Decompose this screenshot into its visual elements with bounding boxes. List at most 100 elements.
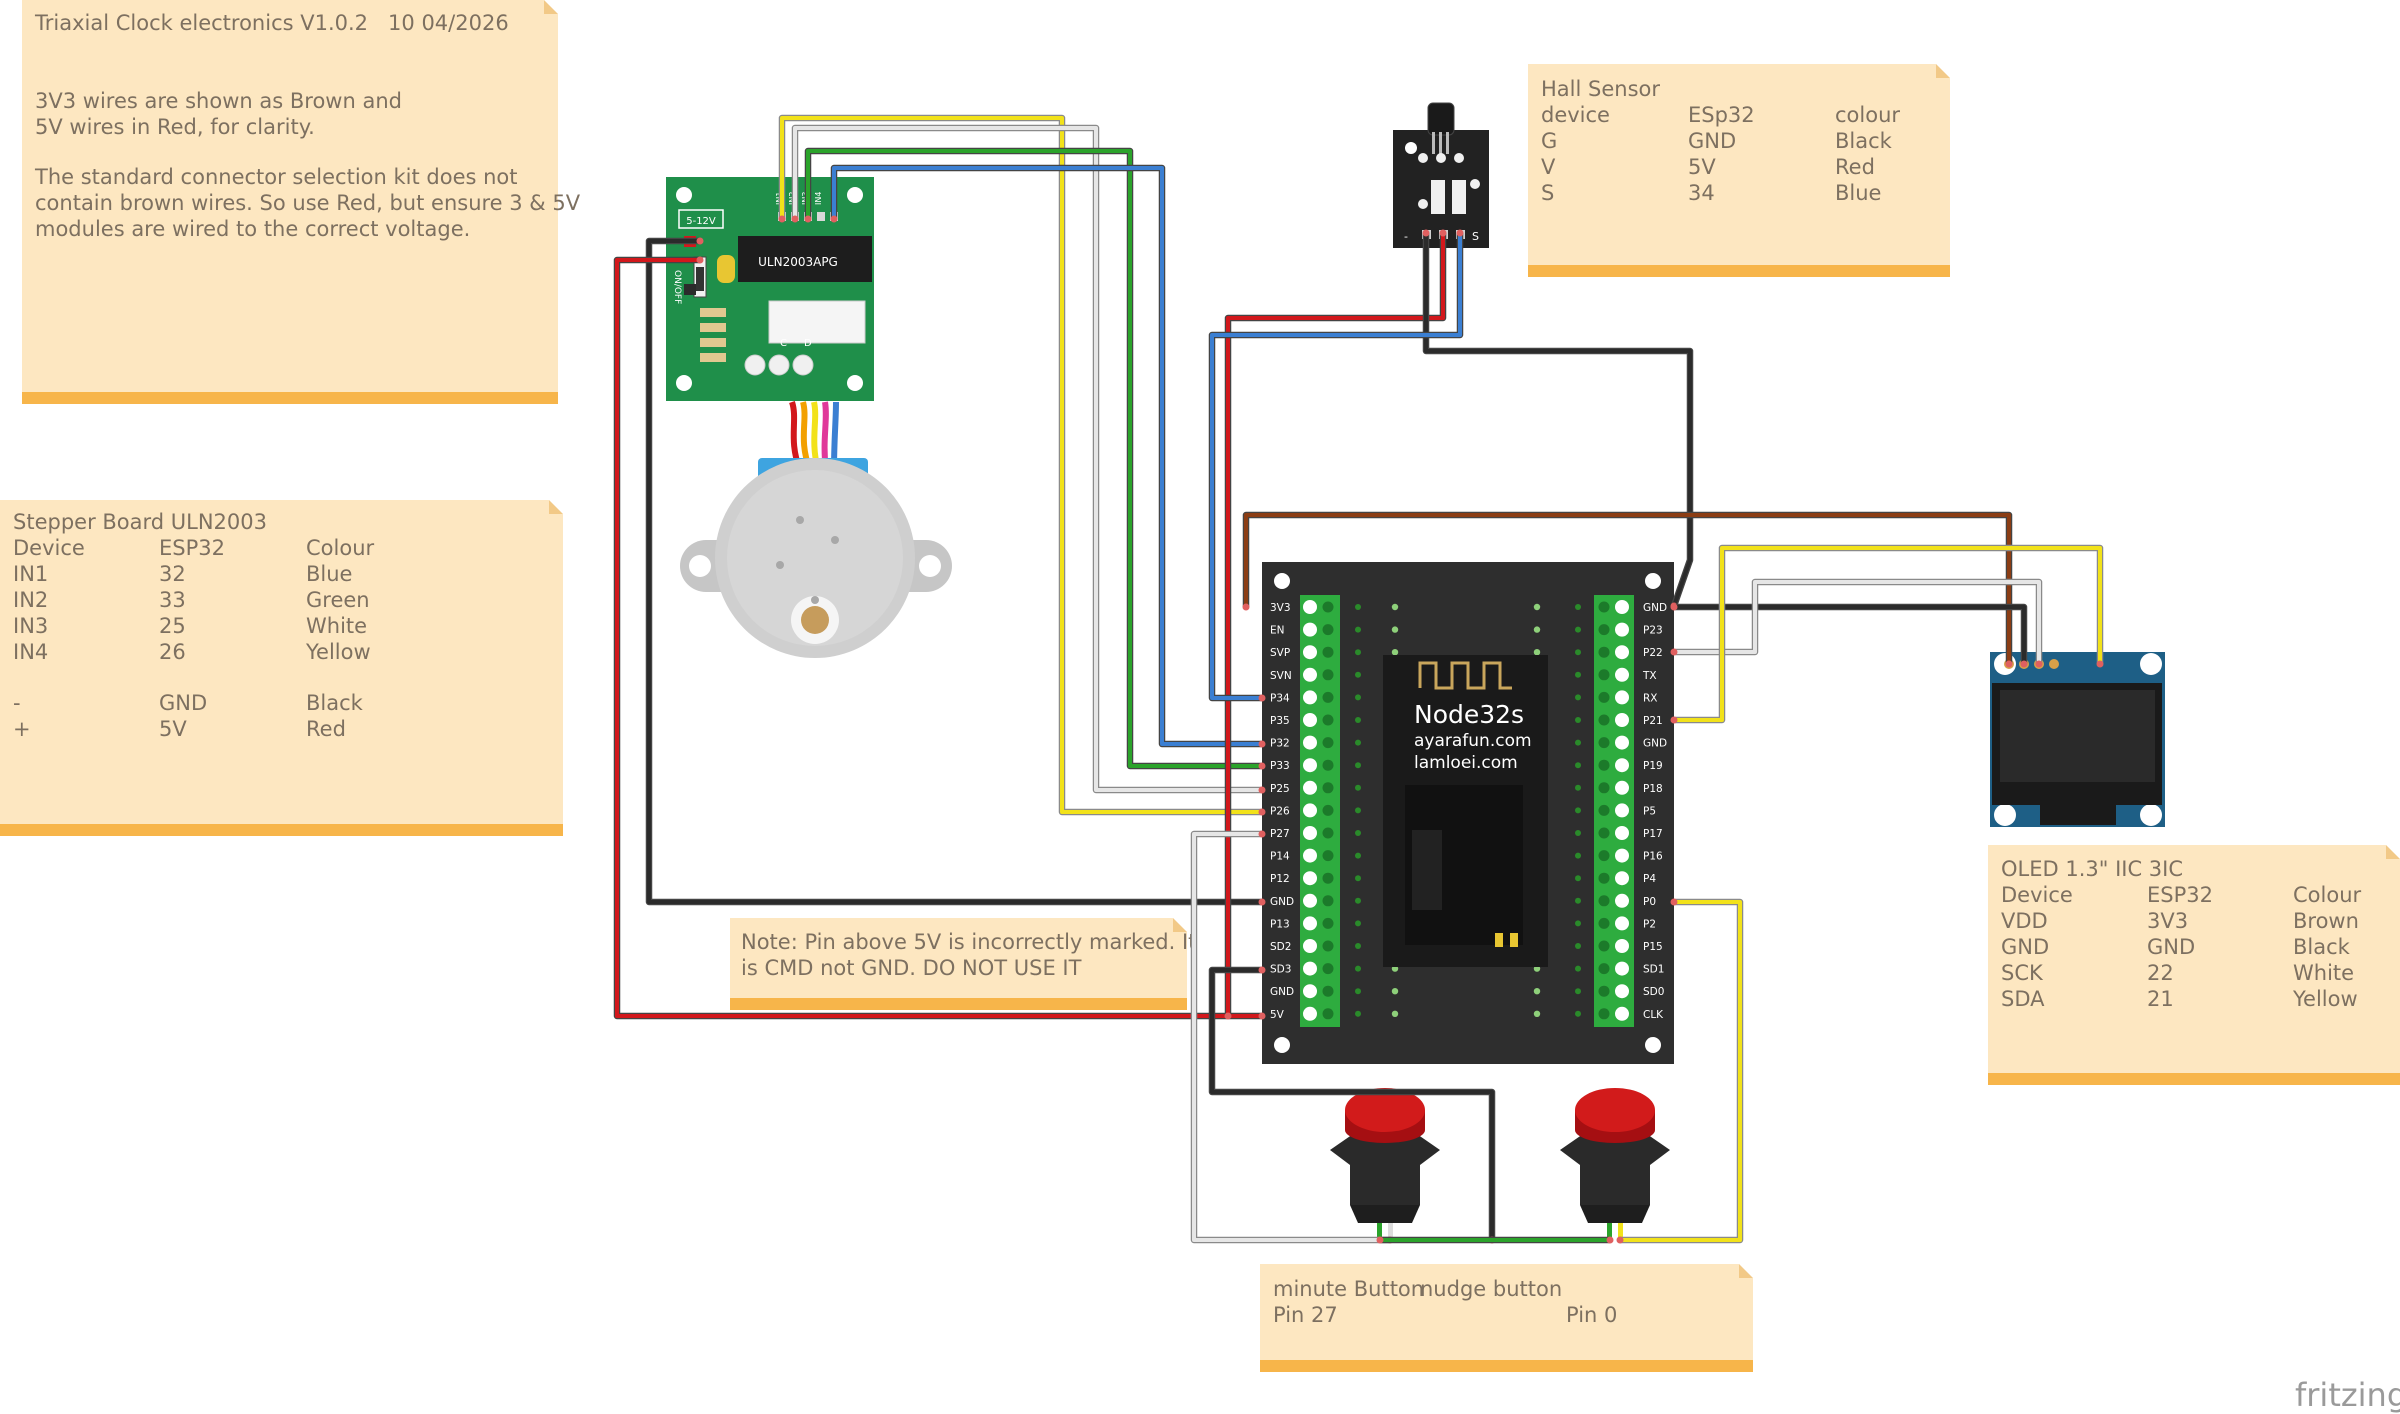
wire-in2-green-end — [804, 215, 812, 223]
pin-label-left: P33 — [1270, 760, 1290, 772]
pin-note-line: Note: Pin above 5V is incorrectly marked… — [741, 930, 1197, 954]
terminal-screw — [1303, 690, 1317, 705]
header-pin — [1533, 603, 1541, 611]
hall-pin-label: - — [1404, 230, 1408, 243]
minute-button[interactable] — [1330, 1088, 1440, 1240]
hall-note-header: device — [1541, 103, 1610, 127]
header-pin — [1575, 694, 1581, 701]
stepper-note-cell: GND — [159, 691, 208, 715]
wire-oled-vdd-brown-end — [1242, 603, 1250, 611]
pin-label-left: P12 — [1270, 873, 1290, 885]
terminal-hole — [1598, 963, 1610, 975]
header-pin — [1391, 626, 1399, 633]
button-lead — [1388, 1223, 1393, 1240]
header-pin — [1355, 920, 1361, 927]
mount-hole — [1645, 1037, 1661, 1053]
wire-oled-gnd-black-end — [2020, 660, 2028, 668]
pin-label-left: P34 — [1270, 692, 1290, 704]
hall-lead — [1432, 132, 1435, 154]
stepper-note-cell: + — [13, 717, 31, 741]
wire-driver-gnd-black — [647, 239, 1262, 904]
capacitor — [717, 255, 735, 283]
wire-in3-white-end — [791, 215, 799, 223]
pin-label-right: SD1 — [1643, 964, 1664, 976]
hall-sensor-note[interactable] — [1528, 64, 1950, 277]
hall-note-cell: Black — [1835, 129, 1892, 153]
terminal-hole — [1322, 850, 1334, 862]
esp32-node32s-board[interactable]: 3V3ENSVPSVNP34P35P32P33P25P26P27P14P12GN… — [1262, 562, 1674, 1064]
oled-note[interactable] — [1988, 845, 2400, 1085]
terminal-hole — [1598, 691, 1610, 703]
stepper-note[interactable] — [0, 500, 563, 836]
button-body — [1580, 1150, 1650, 1205]
pin-label-right: P21 — [1643, 715, 1663, 727]
wire-oled-gnd-black — [1674, 605, 2026, 664]
pin-label-left: 3V3 — [1270, 602, 1291, 614]
title-note-line: contain brown wires. So use Red, but ens… — [35, 191, 581, 215]
hall-sensor-module[interactable]: - S — [1393, 102, 1489, 248]
button-note[interactable] — [1260, 1264, 1753, 1372]
wire-nudge-btn-yellow-end — [1670, 898, 1678, 906]
input-label: IN4 — [814, 192, 823, 205]
hall-element — [1427, 102, 1455, 136]
nudge-button[interactable] — [1560, 1088, 1670, 1240]
mount-hole — [1274, 573, 1290, 589]
hall-note-cell: Red — [1835, 155, 1875, 179]
oled-note-cell: GND — [2147, 935, 2196, 959]
pin-label-right: TX — [1642, 670, 1657, 682]
oled-display-module[interactable] — [1990, 652, 2165, 827]
wire-in4-yellow-end — [778, 215, 786, 223]
wire-oled-sck-white-end — [1670, 648, 1678, 656]
wire-in1-blue-end — [1258, 740, 1266, 748]
stepper-motor-28byj48[interactable] — [680, 401, 952, 658]
hall-note-cell: V — [1541, 155, 1556, 179]
mount-hole — [919, 555, 941, 577]
pin-label-left: P35 — [1270, 715, 1290, 727]
stepper-note-cell: 5V — [159, 717, 187, 741]
button-lead — [1607, 1223, 1612, 1240]
terminal-hole — [1322, 917, 1334, 929]
header-pin — [1355, 875, 1361, 882]
terminal-screw — [1303, 667, 1317, 682]
terminal-hole — [1322, 985, 1334, 997]
terminal-hole — [1322, 737, 1334, 749]
rivet — [811, 596, 819, 604]
title-note[interactable] — [22, 0, 558, 404]
wire-hall-gnd-black-end — [1422, 229, 1430, 237]
button-note-label: minute Button — [1273, 1277, 1425, 1301]
oled-note-cell: Yellow — [2293, 987, 2358, 1011]
pin-label-right: P2 — [1643, 918, 1656, 930]
pin-warning-note[interactable] — [730, 918, 1187, 1010]
rivet — [831, 536, 839, 544]
button-note-pin: Pin 0 — [1566, 1303, 1618, 1327]
terminal-hole — [1598, 872, 1610, 884]
button-note-label: nudge button — [1420, 1277, 1563, 1301]
header-pin — [1355, 626, 1361, 633]
header-pin — [1533, 649, 1541, 656]
mount-hole — [2140, 804, 2162, 826]
wire-oled-sda-yellow — [1674, 546, 2102, 722]
wire-button-gnd-black — [1210, 968, 1494, 1240]
wire-oled-sck-white — [1674, 580, 2041, 664]
wire-driver-5v-red-end — [1258, 1012, 1266, 1020]
wire-oled-vdd-brown-end — [2005, 660, 2013, 668]
terminal-hole — [1598, 850, 1610, 862]
header-pin — [1575, 717, 1581, 723]
terminal-screw — [1303, 826, 1317, 840]
header-pin — [1575, 807, 1581, 814]
header-pin — [1355, 965, 1361, 972]
header-pin — [1355, 897, 1361, 904]
terminal-hole — [1322, 624, 1334, 636]
wire-hall-5v-red — [1226, 233, 1445, 1016]
terminal-hole — [1322, 782, 1334, 794]
mount-hole — [1994, 804, 2016, 826]
wire-oled-sda-yellow-end — [1670, 716, 1678, 724]
hall-note-cell: G — [1541, 129, 1558, 153]
rivet — [796, 516, 804, 524]
stepper-note-cell: Green — [306, 588, 370, 612]
header-pin — [1575, 762, 1581, 769]
wire-minute-btn-white-end — [1258, 830, 1266, 838]
